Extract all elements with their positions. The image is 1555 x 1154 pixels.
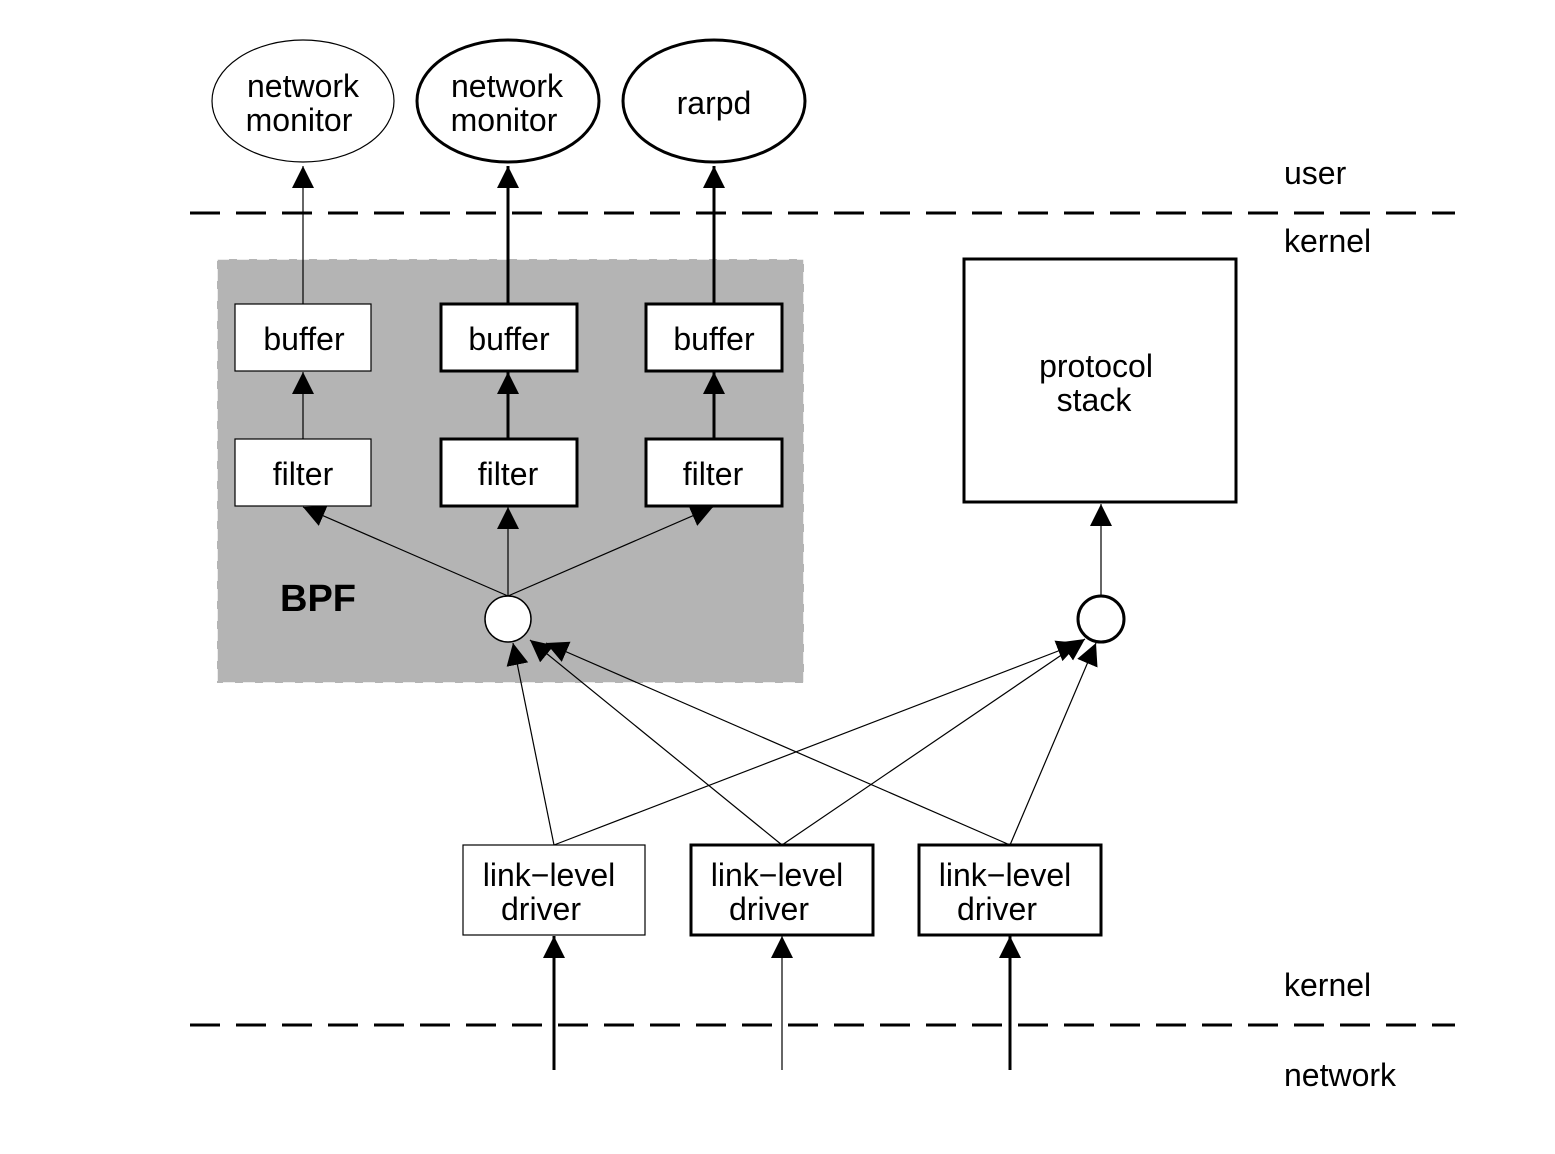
- arrow-tap-to-filter3: [507, 505, 714, 597]
- filter-2: [439, 437, 579, 508]
- link-level-driver-2: [689, 843, 875, 937]
- arrow-driver2-to-bpf-tap: [529, 639, 783, 846]
- layer-label-kernel-bottom: kernel: [1284, 967, 1371, 1003]
- protocol-tap-node: [1076, 594, 1126, 644]
- link-level-driver-3: [917, 843, 1103, 937]
- bpf-tap-node: [484, 595, 532, 643]
- app-1-label-line2: monitor: [246, 102, 353, 138]
- app-rarpd: [621, 38, 807, 164]
- driver-3-label-line2: driver: [957, 891, 1037, 927]
- layer-label-network: network: [1284, 1057, 1397, 1093]
- buffer-3: [644, 302, 784, 373]
- filter-1-label: filter: [273, 456, 334, 492]
- arrow-driver2-to-protocol-tap: [781, 638, 1086, 846]
- arrow-driver1-to-bpf-tap: [506, 642, 555, 846]
- bpf-label: BPF: [280, 578, 356, 620]
- protocol-stack-label-line1: protocol: [1039, 348, 1153, 384]
- protocol-stack-label-line2: stack: [1057, 382, 1133, 418]
- buffer-2: [439, 302, 579, 373]
- filter-3-label: filter: [683, 456, 744, 492]
- layer-label-kernel-top: kernel: [1284, 223, 1371, 259]
- app-network-monitor-1: [211, 39, 395, 163]
- buffer-3-label: buffer: [673, 321, 755, 357]
- protocol-stack: [962, 257, 1238, 504]
- link-level-driver-1: [462, 844, 646, 936]
- layer-label-user: user: [1284, 155, 1347, 191]
- buffer-1-label: buffer: [263, 321, 345, 357]
- filter-3: [644, 437, 784, 508]
- arrow-tap-to-filter1: [302, 505, 509, 597]
- app-2-label-line1: network: [451, 68, 564, 104]
- driver-1-label-line2: driver: [501, 891, 581, 927]
- arrow-driver3-to-protocol-tap: [1009, 642, 1098, 846]
- app-1-label-line1: network: [247, 68, 360, 104]
- filter-2-label: filter: [478, 456, 539, 492]
- app-3-label-line1: rarpd: [677, 85, 752, 121]
- arrow-driver1-to-protocol-tap: [553, 640, 1080, 846]
- arrow-driver3-to-bpf-tap: [545, 641, 1011, 846]
- driver-3-label-line1: link−level: [939, 857, 1072, 893]
- driver-2-label-line1: link−level: [711, 857, 844, 893]
- driver-2-label-line2: driver: [729, 891, 809, 927]
- driver-1-label-line1: link−level: [483, 857, 616, 893]
- app-2-label-line2: monitor: [451, 102, 558, 138]
- buffer-2-label: buffer: [468, 321, 550, 357]
- app-network-monitor-2: [415, 38, 601, 164]
- buffer-1: [234, 303, 372, 372]
